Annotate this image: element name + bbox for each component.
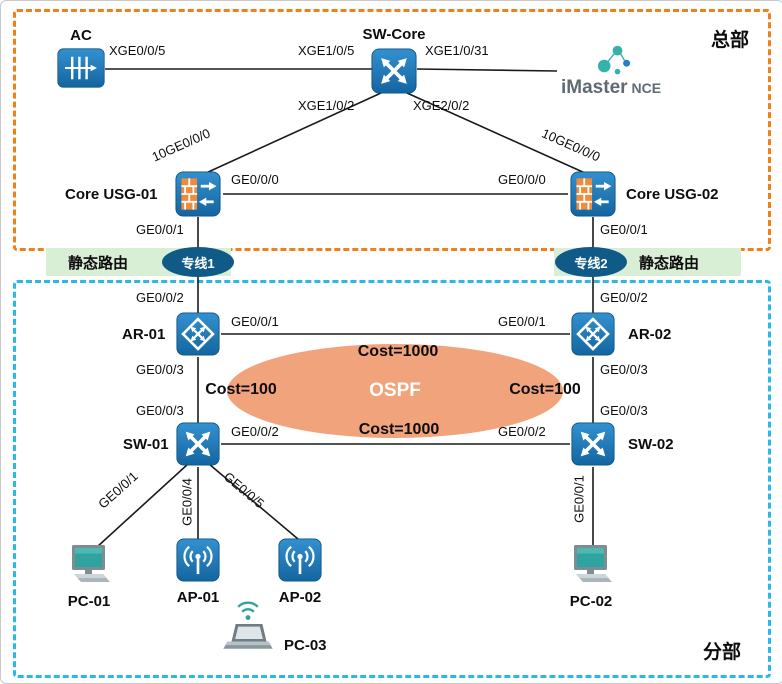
port-label-sw01-to-ap01: GE0/0/4 [179, 478, 195, 526]
port-label-sw02-to-sw01: GE0/0/2 [498, 424, 546, 439]
leased-line-1-label: 专线1 [181, 255, 215, 271]
port-label-usg02-to-usg01: GE0/0/0 [498, 172, 546, 187]
wireless-controller-icon [55, 48, 107, 88]
device-sw-01[interactable] [176, 422, 220, 466]
port-label-swcore-to-nce: XGE1/0/31 [425, 43, 489, 58]
ospf-area-ellipse [227, 344, 563, 438]
switch-icon [571, 422, 615, 466]
firewall-icon [173, 171, 223, 217]
branch-region-label: 分部 [703, 642, 742, 663]
device-label-ac: AC [70, 27, 92, 44]
cost-label-right: Cost=100 [509, 381, 581, 398]
link-swcore-nce [416, 68, 558, 72]
cost-label-top: Cost=1000 [357, 343, 439, 360]
imaster-text: iMaster [561, 77, 628, 98]
device-label-ap-01: AP-01 [176, 589, 220, 606]
leased-line-2-label: 专线2 [574, 255, 608, 271]
device-ar-01[interactable] [176, 312, 220, 356]
device-imaster-nce[interactable] [593, 41, 635, 77]
port-label-ar01-to-line1: GE0/0/2 [136, 290, 184, 305]
device-ac[interactable] [55, 48, 107, 88]
device-label-core-usg-02: Core USG-02 [626, 186, 719, 203]
leased-line-2[interactable]: 专线2 [555, 247, 627, 277]
port-label-sw01-to-ar01: GE0/0/3 [136, 403, 184, 418]
link-sw01-ap02 [208, 463, 299, 540]
device-label-pc-03: PC-03 [284, 637, 327, 654]
router-icon [176, 312, 220, 356]
device-sw-core[interactable] [371, 48, 417, 94]
desktop-pc-icon [63, 542, 115, 592]
static-route-label-right: 静态路由 [638, 255, 700, 272]
device-sw-02[interactable] [571, 422, 615, 466]
port-label-swcore-to-ac: XGE1/0/5 [298, 43, 355, 58]
device-core-usg-02[interactable] [568, 171, 618, 217]
device-ap-02[interactable] [278, 538, 322, 582]
device-label-ar-01: AR-01 [122, 326, 166, 343]
device-label-ap-02: AP-02 [278, 589, 322, 606]
port-label-sw02-to-ar02: GE0/0/3 [600, 403, 648, 418]
port-label-sw02-to-pc02: GE0/0/1 [571, 475, 587, 523]
device-ar-02[interactable] [571, 312, 615, 356]
port-label-ar02-to-sw02: GE0/0/3 [600, 362, 648, 377]
device-label-sw-01: SW-01 [123, 436, 169, 453]
port-label-ac-to-swcore: XGE0/0/5 [109, 43, 166, 58]
port-label-ar02-to-ar01: GE0/0/1 [498, 314, 546, 329]
nce-text: NCE [631, 80, 662, 96]
device-pc-02[interactable] [565, 542, 617, 592]
switch-icon [176, 422, 220, 466]
access-point-icon [278, 538, 322, 582]
device-label-ar-02: AR-02 [628, 326, 672, 343]
device-label-sw-core: SW-Core [362, 26, 426, 43]
static-route-label-left: 静态路由 [67, 255, 129, 272]
port-label-swcore-to-usg01: XGE1/0/2 [298, 98, 355, 113]
device-label-pc-01: PC-01 [67, 593, 111, 610]
wifi-signal-icon [233, 599, 263, 621]
access-point-icon [176, 538, 220, 582]
cost-label-left: Cost=100 [205, 381, 277, 398]
firewall-icon [568, 171, 618, 217]
device-core-usg-01[interactable] [173, 171, 223, 217]
router-icon [571, 312, 615, 356]
link-sw01-pc01 [96, 463, 189, 548]
port-label-usg01-to-line1: GE0/0/1 [136, 222, 184, 237]
port-label-swcore-to-usg02: XGE2/0/2 [413, 98, 470, 113]
hq-region-label: 总部 [711, 30, 750, 51]
device-pc-03[interactable] [222, 622, 274, 658]
ospf-label: OSPF [369, 380, 421, 401]
device-pc-01[interactable] [63, 542, 115, 592]
device-ap-01[interactable] [176, 538, 220, 582]
port-label-usg02-to-line2: GE0/0/1 [600, 222, 648, 237]
device-label-core-usg-01: Core USG-01 [65, 186, 158, 203]
switch-icon [371, 48, 417, 94]
laptop-icon [222, 622, 274, 658]
link-swcore-usg01 [205, 92, 382, 174]
device-label-pc-02: PC-02 [569, 593, 613, 610]
port-label-ar02-to-line2: GE0/0/2 [600, 290, 648, 305]
leased-line-1[interactable]: 专线1 [162, 247, 234, 277]
port-label-usg01-to-usg02: GE0/0/0 [231, 172, 279, 187]
desktop-pc-icon [565, 542, 617, 592]
port-label-ar01-to-sw01: GE0/0/3 [136, 362, 184, 377]
cost-label-bottom: Cost=1000 [358, 421, 440, 438]
port-label-sw01-to-sw02: GE0/0/2 [231, 424, 279, 439]
imaster-nce-logo-icon [593, 41, 635, 77]
link-swcore-usg02 [406, 92, 586, 174]
device-label-sw-02: SW-02 [628, 436, 674, 453]
port-label-ar01-to-ar02: GE0/0/1 [231, 314, 279, 329]
